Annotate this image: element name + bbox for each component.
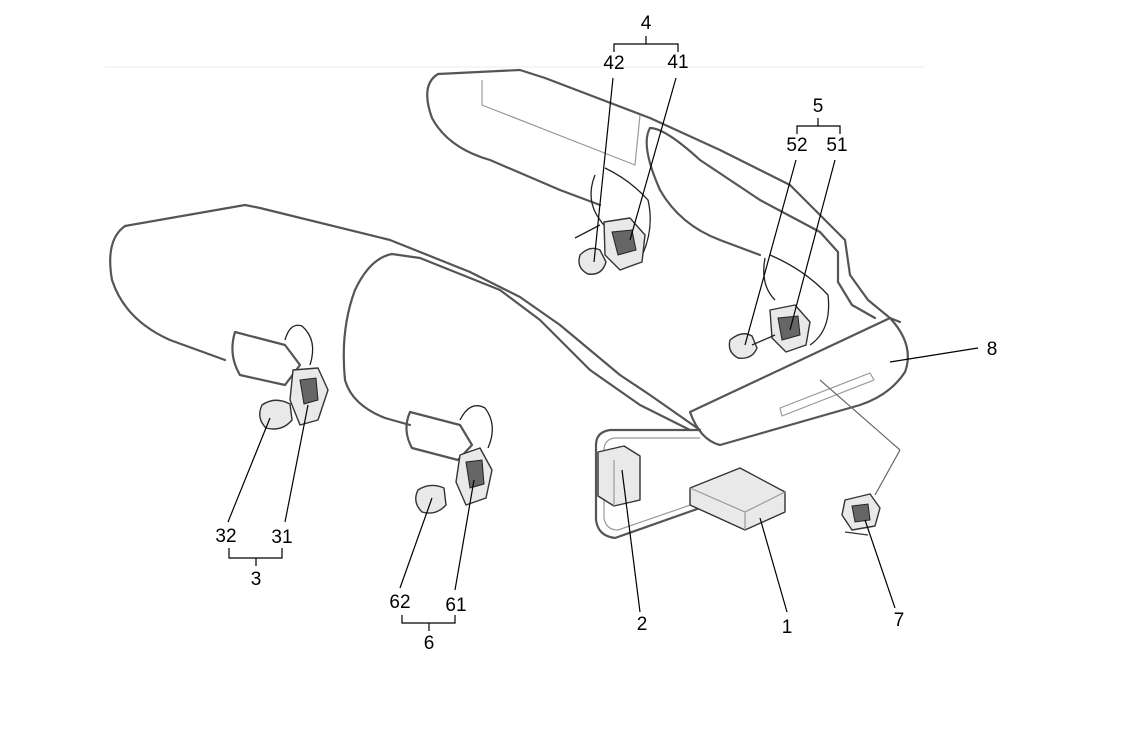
reference-labels: 4 42 41 5 52 51 8 32 31 3 62 61 6 2 1 7 (215, 13, 997, 654)
door-outline-front-left (109, 203, 702, 432)
tailgate-lock-7 (841, 493, 881, 536)
control-module-2 (597, 445, 641, 507)
tailgate-panel (688, 316, 909, 496)
label-3: 3 (251, 569, 262, 590)
grouping-brackets (228, 36, 841, 631)
controller-box-1 (689, 467, 786, 531)
label-62: 62 (389, 592, 410, 613)
lock-assembly-4 (574, 167, 651, 275)
label-2: 2 (637, 614, 648, 635)
label-51: 51 (826, 135, 847, 156)
label-4: 4 (641, 13, 652, 34)
lock-assembly-5 (728, 254, 830, 359)
label-8: 8 (987, 339, 998, 360)
lock-assembly-6 (405, 405, 493, 514)
label-31: 31 (271, 527, 292, 548)
label-52: 52 (786, 135, 807, 156)
label-61: 61 (445, 595, 466, 616)
lock-assembly-3 (231, 324, 329, 430)
door-outline-rear-left (342, 252, 692, 432)
label-42: 42 (603, 53, 624, 74)
leader-lines (227, 77, 979, 613)
door-outline-rear-right (426, 68, 902, 324)
label-1: 1 (782, 617, 793, 638)
label-7: 7 (894, 610, 905, 631)
label-6: 6 (424, 633, 435, 654)
label-5: 5 (813, 96, 824, 117)
door-outline-front-right (645, 126, 877, 320)
label-41: 41 (667, 52, 688, 73)
label-32: 32 (215, 526, 236, 547)
